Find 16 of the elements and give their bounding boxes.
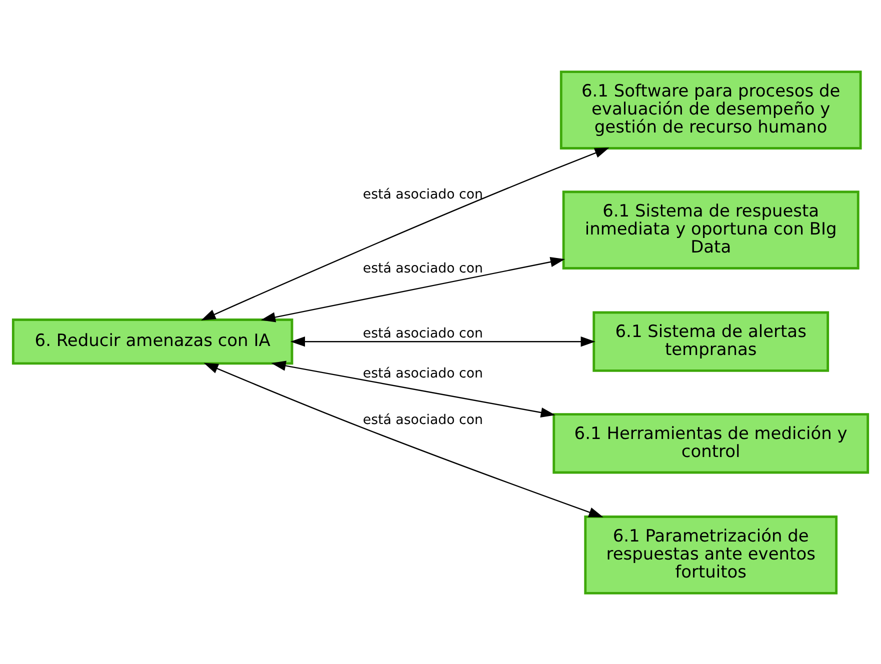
edge-label: está asociado con [362, 326, 483, 342]
arrow [260, 256, 565, 322]
arrow [290, 336, 596, 346]
arrow [201, 147, 610, 320]
node-box: 6. Reducir amenazas con IA [12, 318, 294, 364]
edge-label: está asociado con [362, 186, 483, 202]
arrow [204, 362, 604, 517]
node-box: 6.1 Parametrización de respuestas ante eventos fortuitos [584, 515, 838, 594]
arrow [271, 360, 556, 418]
edge-label: está asociado con [362, 366, 483, 382]
node-box: 6.1 Sistema de alertas tempranas [592, 310, 830, 372]
node-box: 6.1 Software para procesos de evaluación de desempeño y gestión de recurso humano [560, 70, 862, 149]
edge-label: está asociado con [362, 412, 483, 428]
node-box: 6.1 Herramientas de medición y control [552, 412, 870, 474]
node-box: 6.1 Sistema de respuesta inmediata y oportuna con BIg Data [562, 190, 860, 269]
edge-label: está asociado con [362, 260, 483, 276]
